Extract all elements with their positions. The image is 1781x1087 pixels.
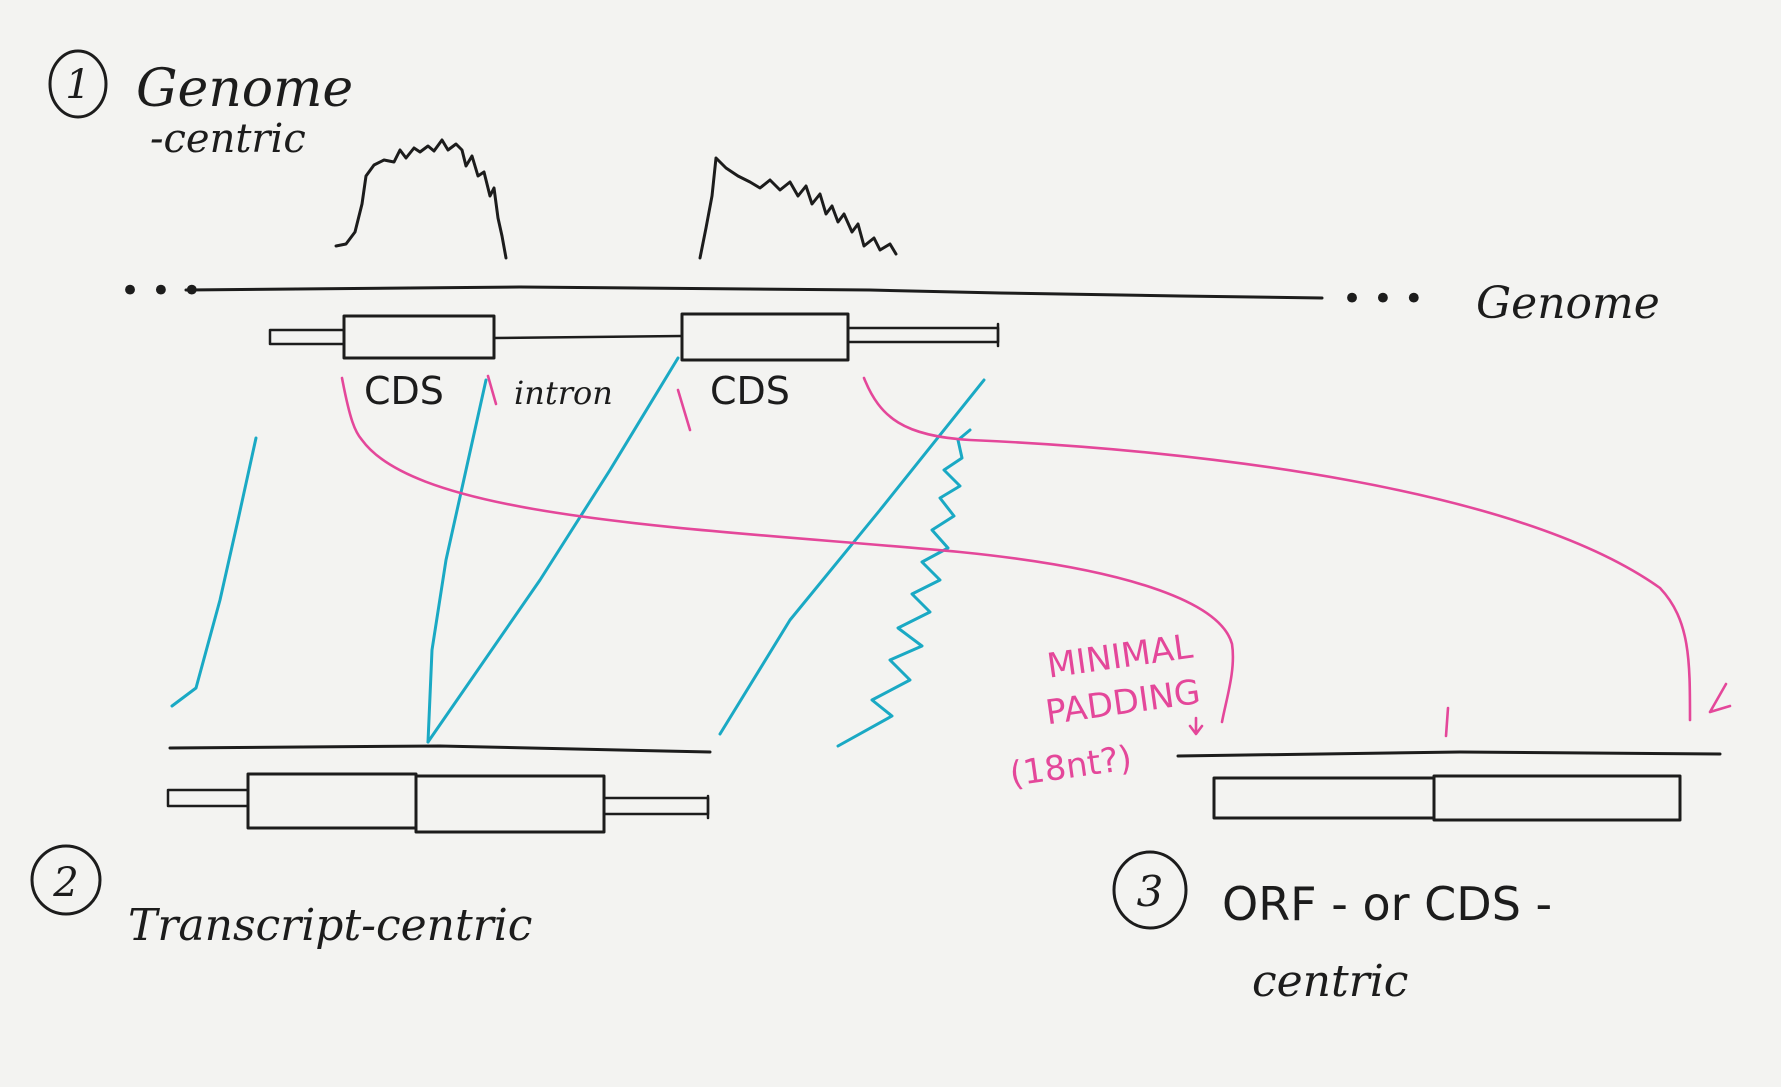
cyan-map-cds2-end <box>718 378 986 736</box>
pink-tick-orf-mid <box>1444 706 1450 738</box>
pink-map-cds-end <box>862 376 1692 722</box>
cyan-map-cds2-start <box>426 356 680 744</box>
section-1-circle <box>48 49 108 119</box>
orf-line <box>1176 750 1722 758</box>
genome-intron-label: intron <box>514 374 613 412</box>
orf-model <box>1176 750 1722 822</box>
cyan-map-5prime <box>170 436 258 708</box>
genome-right-dots: • • • <box>1342 279 1424 319</box>
pink-arrow-left <box>1188 716 1204 736</box>
pink-map-cds-start <box>340 376 1235 724</box>
transcript-model <box>166 744 712 834</box>
section-2-number: 2 <box>52 860 78 906</box>
section-1-number: 1 <box>65 62 90 108</box>
coverage-peak-2 <box>698 156 898 260</box>
section-1-header: 1 Genome -centric <box>48 49 353 162</box>
section-2-title: Transcript-centric <box>128 900 532 951</box>
section-2-circle <box>30 844 102 916</box>
section-3-header: 3 ORF - or CDS - centric <box>1112 850 1552 1007</box>
section-3-title: ORF - or CDS - <box>1222 877 1552 931</box>
pink-tick-cds2-start <box>676 388 692 432</box>
cyan-map-3prime-scribble <box>836 428 972 748</box>
orf-cds-2 <box>1432 774 1682 822</box>
genome-line <box>184 285 1324 300</box>
transcript-line <box>168 744 712 754</box>
pink-tick-cds1-end <box>486 374 498 406</box>
section-3-subtitle: centric <box>1252 956 1408 1007</box>
genome-cds-label-1: CDS <box>364 369 444 413</box>
section-3-circle <box>1112 850 1188 930</box>
genome-label: Genome <box>1476 278 1660 329</box>
genome-cds-label-2: CDS <box>710 369 790 413</box>
pink-arrow-right <box>1708 682 1732 714</box>
section-2-header: 2 Transcript-centric <box>30 844 532 951</box>
genome-track: • • • • • • Genome <box>120 271 1660 329</box>
section-1-title: Genome <box>136 59 353 119</box>
section-3-number: 3 <box>1137 867 1164 916</box>
genome-gene-model: CDS intron CDS <box>268 312 1000 413</box>
cyan-map-cds1-end <box>426 378 488 744</box>
section-1-subtitle: -centric <box>150 116 306 162</box>
genome-intron-line <box>492 334 684 340</box>
coverage-peak-1 <box>334 138 508 260</box>
